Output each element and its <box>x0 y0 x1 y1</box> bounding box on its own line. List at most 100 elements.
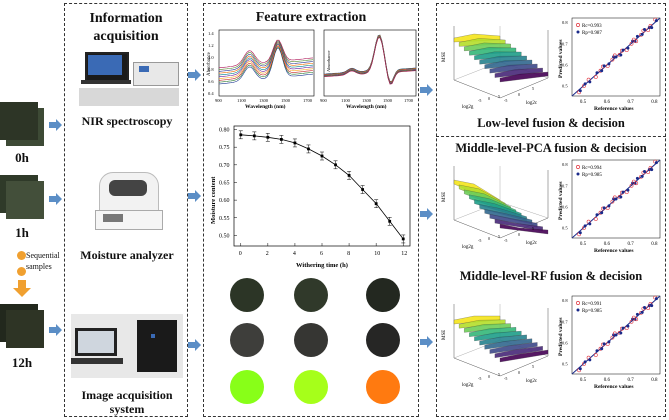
mse-surface-band <box>484 338 533 350</box>
moisture-point <box>266 135 270 139</box>
moisture-point <box>388 219 392 223</box>
raw-spectra-lines <box>218 39 314 85</box>
scatter-ytick-label: 0.7 <box>562 41 568 46</box>
rp-point <box>612 55 616 59</box>
legend-rc-label: Rc=0.991 <box>582 302 602 307</box>
rc-point <box>646 306 651 311</box>
moisture-xtick-label: 4 <box>293 251 296 257</box>
scatter-ylabel: Predicted values <box>558 317 564 356</box>
tea-image-0h-back <box>0 102 38 140</box>
rp-point <box>621 48 625 52</box>
rp-point <box>654 161 658 165</box>
rp-point <box>583 82 587 86</box>
surface-tick-label: 0 <box>488 236 490 241</box>
mse-surface-band <box>499 223 549 235</box>
tea-image-circle-0h <box>230 278 264 312</box>
scatter-ytick-label: 0.5 <box>562 226 568 231</box>
image-acquisition-label: Image acquisition system <box>81 388 173 416</box>
rp-point <box>600 211 604 215</box>
surface-tick-label: -5 <box>478 98 481 103</box>
moisture-line <box>238 130 406 244</box>
rp-point <box>643 306 646 309</box>
moisture-ytick-label: 0.70 <box>219 163 230 169</box>
mse-surface-frame <box>453 166 549 239</box>
moisture-point <box>334 163 337 167</box>
raw-spectrum-line <box>218 47 314 83</box>
rp-point <box>640 310 644 314</box>
rp-point <box>643 28 646 31</box>
rp-point <box>631 39 635 43</box>
moisture-point <box>239 133 243 137</box>
raw-spectrum-line <box>218 43 314 76</box>
moisture-ytick-label: 0.50 <box>219 233 230 239</box>
rp-point <box>607 340 611 344</box>
surface-tick-label: 5 <box>532 364 534 369</box>
rp-point <box>602 64 606 68</box>
surface-axis-label-log2g: log2g <box>462 245 474 250</box>
rp-point <box>635 176 639 180</box>
moisture-point <box>320 154 324 158</box>
mse-surface-band <box>474 51 522 60</box>
rp-point <box>621 190 625 194</box>
scatter-ytick-label: 0.6 <box>562 204 568 209</box>
rp-point <box>578 89 582 93</box>
arrow-to-pca <box>420 208 433 220</box>
spectra2-xtick-label: 1500 <box>383 98 393 103</box>
moisture-xtick-label: 12 <box>401 251 407 257</box>
info-title: Information acquisition <box>89 11 163 44</box>
surface-tick-label: 5 <box>498 372 500 377</box>
sequential-samples-label: Sequential samples <box>26 251 60 271</box>
arrow-moisture <box>188 190 201 202</box>
rc-point <box>593 217 598 221</box>
moisture-point <box>347 174 351 177</box>
rp-point <box>612 333 616 337</box>
legend-rp-marker <box>576 30 580 34</box>
moisture-point <box>401 237 405 241</box>
tea-image-circle-12h <box>366 278 400 312</box>
rp-point <box>614 197 618 201</box>
raw-spectrum-line <box>218 42 314 74</box>
scatter-xtick-label: 0.6 <box>604 100 611 105</box>
rp-point <box>631 181 635 185</box>
moisture-xtick-label: 0 <box>239 251 242 257</box>
orange-down-arrow <box>13 280 31 297</box>
arrow-to-low-level <box>420 84 433 96</box>
rp-point <box>626 324 630 328</box>
gray-circle-1 <box>230 323 264 357</box>
moisture-analyzer-image <box>95 168 163 230</box>
rp-point <box>621 326 625 330</box>
pretreated-spectrum-line <box>323 37 417 85</box>
moisture-label: Moisture analyzer <box>80 248 174 262</box>
raw-spectrum-line <box>218 41 314 72</box>
spectra-xtick-label: 1100 <box>237 98 247 103</box>
scatter-ytick-label: 0.8 <box>562 20 568 25</box>
rp-point <box>612 197 616 201</box>
rp-point <box>626 188 630 192</box>
scatter-ytick-label: 0.7 <box>562 183 568 188</box>
moisture-ytick-label: 0.60 <box>219 198 230 204</box>
mse-surface-band <box>479 55 527 65</box>
scatter-xtick-label: 0.6 <box>604 378 611 383</box>
time-label-1h: 1h <box>15 225 29 240</box>
sequence-dot-2 <box>17 267 26 276</box>
scatter-xtick-label: 0.5 <box>580 378 587 383</box>
scatter-xlabel: Reference values <box>594 248 633 254</box>
legend-rp-marker <box>576 308 580 312</box>
rp-point <box>640 174 644 178</box>
rc-point <box>629 183 634 188</box>
rp-point <box>602 342 606 346</box>
rp-point <box>654 19 658 23</box>
spectra2-xtick-label: 1700 <box>404 98 414 103</box>
gray-circle-3 <box>366 323 400 357</box>
time-label-0h: 0h <box>15 150 29 165</box>
rc-point <box>629 41 634 46</box>
rp-point <box>578 367 582 371</box>
scatter-xtick-label: 0.7 <box>628 242 635 247</box>
spectra2-xtick-label: 1100 <box>341 98 351 103</box>
moisture-ylabel: Moisture content <box>210 176 217 224</box>
image-acquisition-image <box>71 314 183 378</box>
rp-point <box>654 297 658 301</box>
legend-rp-marker <box>576 172 580 176</box>
rp-point <box>619 53 623 57</box>
raw-spectrum-line <box>218 45 314 79</box>
